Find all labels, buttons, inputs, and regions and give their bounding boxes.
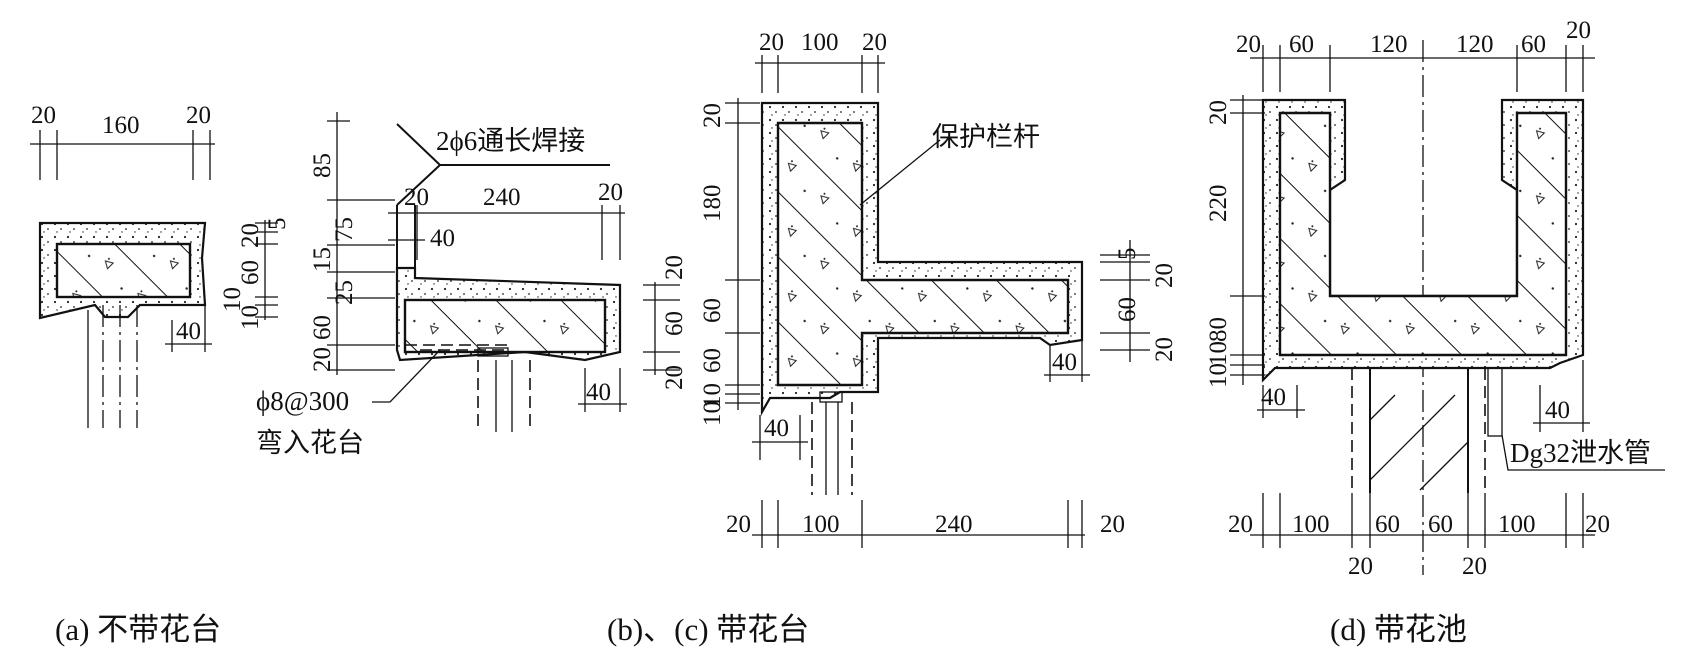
dim-a-top-3: 20 [186, 102, 211, 129]
dim-a-right-3: 60 [237, 260, 264, 285]
dim-c-left-6: 10 [699, 401, 726, 426]
dim-c-left-4: 60 [699, 348, 726, 373]
dim-d-top-3: 120 [1370, 31, 1408, 58]
dim-d-bottom-1: 20 [1228, 511, 1253, 538]
dim-c-bottomRight: 40 [1052, 349, 1077, 376]
dim-d-left-4: 10 [1205, 341, 1232, 366]
dim-c-bottom-2: 100 [802, 511, 840, 538]
dim-d-rightBottom: 40 [1545, 397, 1570, 424]
dim-c-left-5: 10 [699, 383, 726, 408]
dim-d-bottom-4: 60 [1428, 511, 1453, 538]
dim-d-top-1: 20 [1236, 31, 1261, 58]
dim-b-mid-2: 240 [483, 184, 521, 211]
dim-d-left-1: 20 [1205, 100, 1232, 125]
dim-c-top-3: 20 [862, 29, 887, 56]
dim-b-left-4: 25 [331, 280, 358, 305]
label-drain: Dg32泄水管 [1510, 438, 1651, 468]
dim-c-right-2: 20 [1151, 263, 1178, 288]
dim-b-left-6: 20 [309, 347, 336, 372]
caption-a: (a) 不带花台 [55, 612, 221, 647]
dim-d-top-2: 60 [1289, 31, 1314, 58]
dim-a-top-1: 20 [31, 102, 56, 129]
label-railing: 保护栏杆 [932, 122, 1040, 152]
wood-rail-a [55, 242, 192, 299]
dim-d-top-6: 20 [1566, 17, 1591, 44]
dim-a-right-1: 5 [264, 218, 291, 231]
dim-c-top-1: 20 [759, 29, 784, 56]
dim-b-right-3: 20 [661, 365, 688, 390]
dim-d-top-5: 60 [1521, 31, 1546, 58]
dim-c-left-3: 60 [699, 298, 726, 323]
dim-a-right-5: 10 [237, 305, 264, 330]
caption-bc: (b)、(c) 带花台 [607, 612, 809, 647]
dim-c-bottom-4: 20 [1100, 511, 1125, 538]
dim-d-top-4: 120 [1456, 31, 1494, 58]
dim-d-bottom-5: 100 [1498, 511, 1536, 538]
wood-rail-c [776, 121, 1070, 387]
dim-b-offset: 40 [430, 225, 455, 252]
dim-a-bottom: 40 [176, 318, 201, 345]
detail-b: 85 75 15 25 60 20 2ϕ6通长焊接 20 240 20 40 [256, 112, 688, 458]
label-rebar: ϕ8@300 [256, 386, 349, 416]
label-bend: 弯入花台 [256, 428, 364, 458]
dim-b-left-3: 15 [309, 247, 336, 272]
dim-a-right-4: 10 [219, 287, 246, 312]
dim-d-bottom-2: 100 [1292, 511, 1330, 538]
dim-c-left-1: 20 [699, 103, 726, 128]
dim-a-right-2: 20 [237, 223, 264, 248]
dim-d-bottomLow-1: 20 [1348, 553, 1373, 580]
dim-b-mid-3: 20 [598, 179, 623, 206]
dim-a-top-2: 160 [102, 112, 140, 139]
dim-c-bottom-3: 240 [935, 511, 973, 538]
dim-d-left-3: 80 [1205, 317, 1232, 342]
detail-c: 20 100 20 20 180 60 60 10 10 保护栏杆 [699, 29, 1178, 548]
dim-b-right-1: 20 [661, 255, 688, 280]
dim-c-right-4: 20 [1151, 337, 1178, 362]
detail-d: 20 60 120 120 60 20 20 220 80 10 10 [1205, 17, 1665, 580]
wood-rail-b [403, 298, 607, 354]
dim-b-bottom: 40 [586, 379, 611, 406]
label-weld: 2ϕ6通长焊接 [436, 126, 585, 156]
dim-b-left-1: 85 [309, 153, 336, 178]
dim-d-bottom-6: 20 [1585, 511, 1610, 538]
detail-a: 20 160 20 5 20 60 10 10 40 [30, 102, 291, 428]
caption-d: (d) 带花池 [1330, 612, 1467, 647]
dim-c-left-2: 180 [699, 185, 726, 223]
dim-d-left-2: 220 [1205, 185, 1232, 223]
dim-d-bottom-3: 60 [1375, 511, 1400, 538]
wood-rail-d [1278, 111, 1568, 357]
dim-d-leftBottom: 40 [1261, 384, 1286, 411]
dim-b-left-5: 60 [309, 315, 336, 340]
dim-c-under: 40 [764, 415, 789, 442]
dim-c-bottom-1: 20 [726, 511, 751, 538]
dim-b-right-2: 60 [661, 311, 688, 336]
dim-b-mid-1: 20 [404, 184, 429, 211]
dim-c-right-1: 5 [1114, 248, 1141, 261]
dim-c-right-3: 60 [1114, 297, 1141, 322]
dim-d-bottomLow-2: 20 [1462, 553, 1487, 580]
dim-c-top-2: 100 [801, 29, 839, 56]
dim-b-left-2: 75 [331, 217, 358, 242]
dim-d-left-5: 10 [1205, 363, 1232, 388]
